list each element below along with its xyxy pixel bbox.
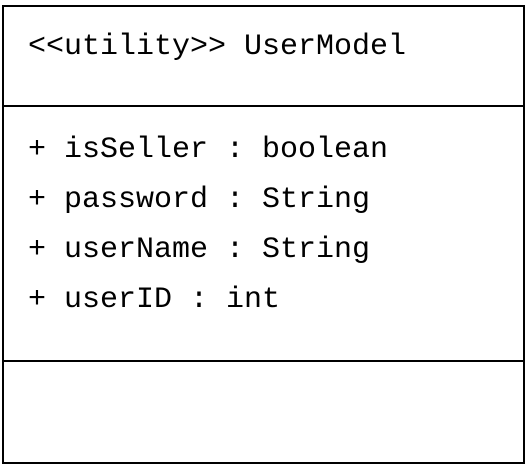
class-name-compartment: <<utility>> UserModel [4,7,523,107]
attribute-is-seller: + isSeller : boolean [28,133,389,167]
class-title: <<utility>> UserModel [28,30,407,64]
attributes-compartment: + isSeller : boolean + password : String… [4,107,523,362]
attribute-user-id: + userID : int [28,283,281,317]
attribute-user-name: + userName : String [28,233,371,267]
uml-class-box: <<utility>> UserModel + isSeller : boole… [2,5,525,464]
operations-compartment [4,362,523,462]
attribute-password: + password : String [28,183,371,217]
